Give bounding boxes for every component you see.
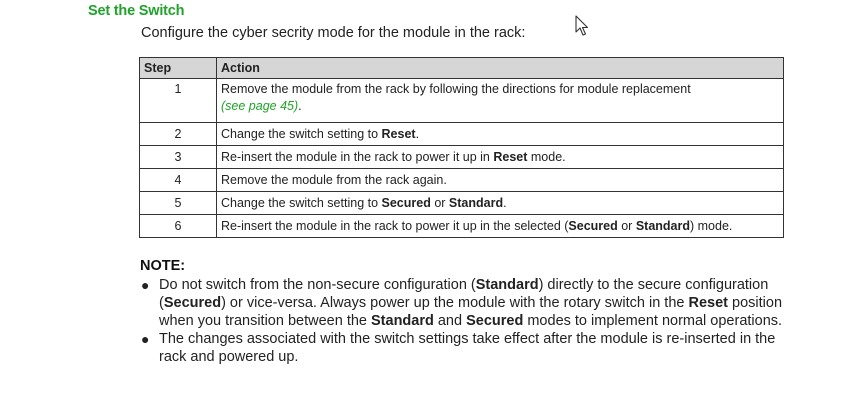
section-title: Set the Switch [88, 3, 185, 19]
bullet-icon: ● [141, 277, 150, 293]
step-action: Change the switch setting to Reset. [216, 122, 784, 146]
bullet-icon: ● [141, 331, 150, 347]
step-number: 3 [139, 145, 217, 169]
step-number: 1 [139, 78, 217, 123]
note-list: ●Do not switch from the non-secure confi… [140, 276, 790, 366]
page-reference-link[interactable]: (see page 45) [221, 99, 299, 113]
step-action: Re-insert the module in the rack to powe… [216, 145, 784, 169]
mouse-pointer-icon [575, 15, 589, 36]
step-number: 5 [139, 191, 217, 215]
list-item: ●The changes associated with the switch … [141, 331, 776, 365]
table-row: 6 Re-insert the module in the rack to po… [139, 214, 784, 238]
table-row: 3 Re-insert the module in the rack to po… [139, 145, 784, 169]
header-action: Action [216, 57, 784, 79]
step-action: Remove the module from the rack again. [216, 168, 784, 192]
step-number: 6 [139, 214, 217, 238]
header-step: Step [139, 57, 217, 79]
table-row: 1 Remove the module from the rack by fol… [139, 78, 784, 123]
table-row: 5 Change the switch setting to Secured o… [139, 191, 784, 215]
note-title: NOTE: [140, 258, 186, 274]
table-row: 4 Remove the module from the rack again. [139, 168, 784, 192]
step-action: Change the switch setting to Secured or … [216, 191, 784, 215]
step-action: Remove the module from the rack by follo… [216, 78, 784, 123]
intro-text: Configure the cyber secrity mode for the… [141, 25, 526, 41]
list-item: ●Do not switch from the non-secure confi… [141, 277, 783, 329]
step-number: 4 [139, 168, 217, 192]
table-header-row: Step Action [139, 57, 784, 79]
step-action: Re-insert the module in the rack to powe… [216, 214, 784, 238]
table-row: 2 Change the switch setting to Reset. [139, 122, 784, 146]
steps-table: Step Action 1 Remove the module from the… [139, 57, 784, 238]
step-number: 2 [139, 122, 217, 146]
